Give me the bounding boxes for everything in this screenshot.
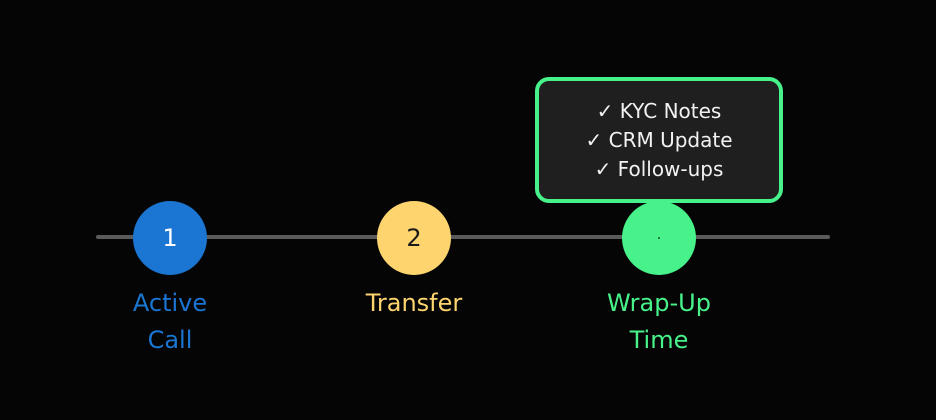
step-3-label: Wrap-Up Time [559, 285, 759, 359]
step-2-label-line1: Transfer [365, 289, 463, 317]
callout-item-crm-update: ✓ CRM Update [585, 127, 733, 152]
step-1-number: 1 [162, 224, 178, 252]
step-1-node: 1 [133, 201, 207, 275]
step-2-node: 2 [377, 201, 451, 275]
step-3-dot [658, 237, 660, 239]
step-1-label: Active Call [70, 285, 270, 359]
step-3-label-line2: Time [629, 326, 689, 354]
step-2-label: Transfer [314, 285, 514, 322]
step-3-label-line1: Wrap-Up [607, 289, 711, 317]
timeline-track [96, 235, 830, 239]
step-1-label-line2: Call [147, 326, 193, 354]
wrap-up-callout: ✓ KYC Notes ✓ CRM Update ✓ Follow-ups [535, 77, 783, 203]
step-3-node [622, 201, 696, 275]
step-2-number: 2 [406, 224, 422, 252]
callout-item-kyc-notes: ✓ KYC Notes [596, 98, 722, 123]
callout-item-follow-ups: ✓ Follow-ups [594, 156, 724, 181]
step-1-label-line1: Active [132, 289, 208, 317]
